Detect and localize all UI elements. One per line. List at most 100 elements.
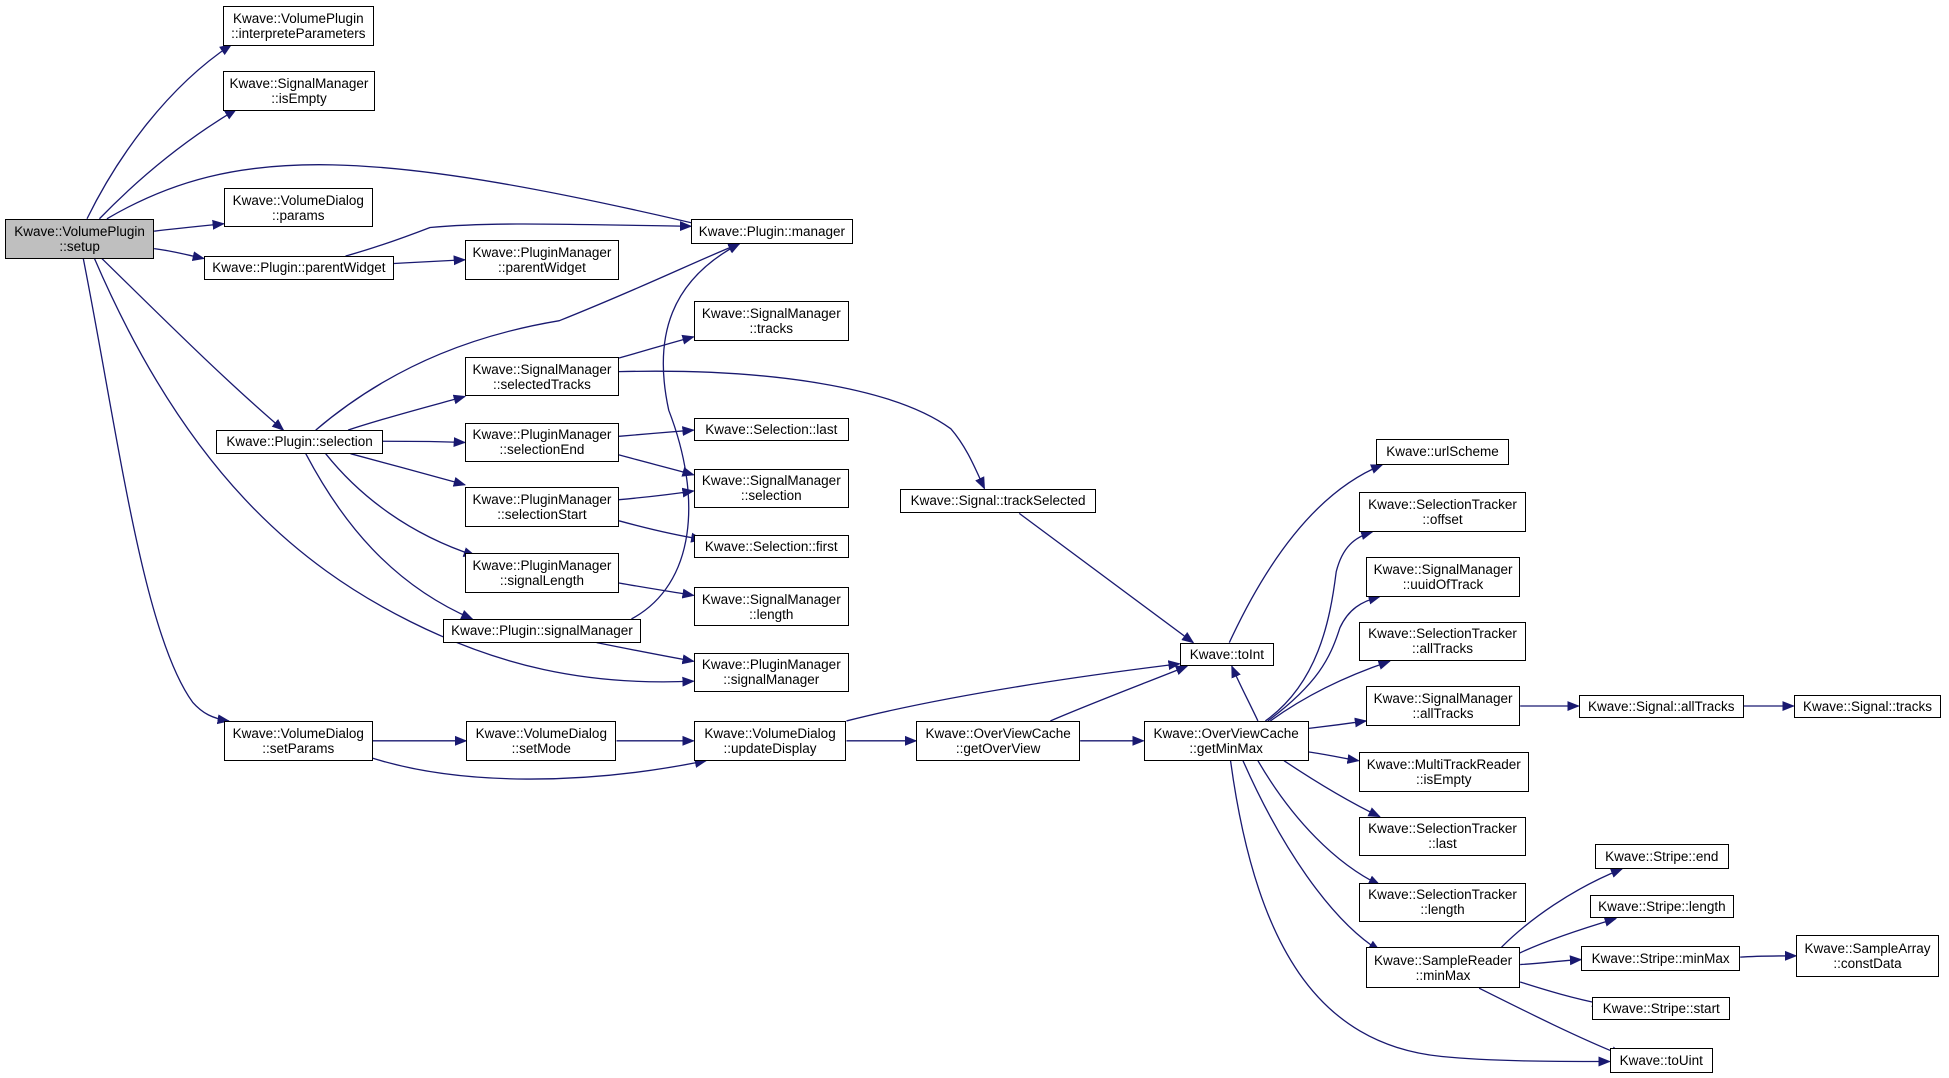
node-label-line: ::isEmpty: [271, 90, 327, 106]
node-st_last[interactable]: Kwave::SelectionTracker::last: [1358, 816, 1527, 857]
node-setup[interactable]: Kwave::VolumePlugin::setup: [5, 218, 155, 259]
edge-ovc_getMinMax-to-st_allTracks: [1269, 660, 1391, 722]
node-label-line: ::setMode: [511, 740, 571, 756]
node-sig_tracks[interactable]: Kwave::Signal::tracks: [1793, 694, 1942, 719]
node-toInt[interactable]: Kwave::toInt: [1179, 642, 1275, 667]
edge-p_selection-to-p_signalManager: [305, 453, 474, 620]
node-label-line: ::last: [1428, 836, 1457, 852]
node-pm_signalManager[interactable]: Kwave::PluginManager::signalManager: [693, 652, 849, 693]
node-sr_minMax[interactable]: Kwave::SampleReader::minMax: [1366, 947, 1521, 989]
node-vd_setParams[interactable]: Kwave::VolumeDialog::setParams: [223, 720, 373, 761]
node-pm_parentWidget[interactable]: Kwave::PluginManager::parentWidget: [464, 239, 619, 280]
node-label-line: Kwave::SignalManager: [701, 591, 841, 607]
edge-ovc_getMinMax-to-st_length: [1257, 760, 1381, 886]
edge-sm_selectedTracks-to-sig_trackSelected: [618, 370, 986, 490]
node-label-line: ::length: [1420, 902, 1465, 918]
edge-ovc_getMinMax-to-st_offset: [1264, 530, 1374, 722]
node-label-line: ::selection: [740, 488, 802, 504]
edges-layer: [82, 44, 1798, 1067]
node-sm_tracks[interactable]: Kwave::SignalManager::tracks: [693, 300, 849, 341]
node-label-line: Kwave::SignalManager: [229, 75, 369, 91]
node-sm_selectedTracks[interactable]: Kwave::SignalManager::selectedTracks: [464, 356, 619, 397]
node-label-line: Kwave::toInt: [1189, 646, 1264, 662]
edge-setup-to-p_selection: [101, 258, 285, 431]
edge-p_selection-to-sm_selectedTracks: [347, 394, 467, 431]
node-label-line: ::minMax: [1415, 967, 1471, 983]
node-label-line: Kwave::OverViewCache: [925, 725, 1071, 741]
node-stripe_start[interactable]: Kwave::Stripe::start: [1592, 996, 1731, 1021]
node-interprete[interactable]: Kwave::VolumePlugin::interpreteParameter…: [222, 6, 375, 46]
node-label-line: Kwave::SignalManager: [701, 473, 841, 489]
node-urlScheme[interactable]: Kwave::urlScheme: [1376, 438, 1509, 465]
edge-pm_selectionStart-to-sel_first: [618, 520, 704, 543]
node-label-line: ::length: [749, 606, 794, 622]
node-label-line: Kwave::Stripe::start: [1602, 1001, 1720, 1017]
node-label-line: ::selectedTracks: [493, 376, 591, 392]
node-label-line: ::constData: [1833, 955, 1902, 971]
node-sig_trackSelected[interactable]: Kwave::Signal::trackSelected: [899, 488, 1097, 514]
node-label-line: Kwave::SelectionTracker: [1368, 887, 1517, 903]
node-p_manager[interactable]: Kwave::Plugin::manager: [691, 218, 853, 244]
node-sel_first[interactable]: Kwave::Selection::first: [693, 534, 849, 559]
node-label-line: Kwave::SignalManager: [701, 305, 841, 321]
edge-setup-to-vd_params: [154, 219, 225, 232]
node-ovc_getMinMax[interactable]: Kwave::OverViewCache::getMinMax: [1143, 720, 1309, 761]
node-label-line: ::allTracks: [1411, 641, 1473, 657]
node-label-line: ::offset: [1422, 512, 1463, 528]
node-label-line: Kwave::Plugin::parentWidget: [212, 260, 386, 276]
node-label-line: Kwave::PluginManager: [472, 492, 612, 508]
node-label-line: ::updateDisplay: [723, 740, 817, 756]
node-p_parentWidget[interactable]: Kwave::Plugin::parentWidget: [203, 256, 394, 280]
edge-sr_minMax-to-stripe_length: [1516, 917, 1618, 956]
edge-p_parentWidget-to-pm_parentWidget: [393, 255, 467, 266]
node-ovc_getOverView[interactable]: Kwave::OverViewCache::getOverView: [916, 720, 1081, 761]
node-label-line: ::selectionStart: [497, 507, 587, 523]
node-mtr_isEmpty[interactable]: Kwave::MultiTrackReader::isEmpty: [1358, 752, 1529, 792]
node-p_selection[interactable]: Kwave::Plugin::selection: [216, 430, 383, 454]
node-label-line: ::tracks: [749, 320, 794, 336]
node-pm_selectionStart[interactable]: Kwave::PluginManager::selectionStart: [464, 487, 619, 528]
node-label-line: ::setup: [59, 238, 100, 254]
node-sel_last[interactable]: Kwave::Selection::last: [693, 417, 849, 442]
node-toUint[interactable]: Kwave::toUint: [1609, 1047, 1713, 1073]
node-label-line: ::getMinMax: [1189, 740, 1263, 756]
node-label-line: ::params: [272, 207, 325, 223]
edge-vd_updateDisplay-to-toInt: [846, 660, 1181, 722]
node-sm_length[interactable]: Kwave::SignalManager::length: [693, 586, 849, 627]
edge-setup-to-vd_setParams: [82, 258, 230, 725]
node-label-line: ::selectionEnd: [499, 442, 585, 458]
node-p_signalManager[interactable]: Kwave::Plugin::signalManager: [442, 619, 642, 643]
edge-ovc_getMinMax-to-toUint: [1229, 760, 1611, 1067]
edge-p_parentWidget-to-p_manager: [345, 221, 693, 257]
edge-sr_minMax-to-stripe_end: [1501, 868, 1624, 948]
node-vd_params[interactable]: Kwave::VolumeDialog::params: [223, 187, 373, 228]
node-sm_selection[interactable]: Kwave::SignalManager::selection: [693, 468, 849, 509]
node-label-line: Kwave::Selection::first: [704, 538, 838, 554]
node-label-line: Kwave::OverViewCache: [1153, 725, 1299, 741]
node-sig_allTracks[interactable]: Kwave::Signal::allTracks: [1578, 694, 1744, 719]
edge-sig_trackSelected-to-toInt: [1018, 512, 1195, 644]
node-vd_updateDisplay[interactable]: Kwave::VolumeDialog::updateDisplay: [693, 720, 847, 761]
node-sm_uuidOfTrack[interactable]: Kwave::SignalManager::uuidOfTrack: [1366, 556, 1521, 597]
node-st_offset[interactable]: Kwave::SelectionTracker::offset: [1358, 492, 1527, 532]
edge-sr_minMax-to-stripe_minMax: [1520, 955, 1583, 966]
node-stripe_end[interactable]: Kwave::Stripe::end: [1594, 844, 1729, 869]
node-label-line: Kwave::PluginManager: [701, 657, 841, 673]
node-stripe_length[interactable]: Kwave::Stripe::length: [1589, 894, 1734, 919]
edge-sr_minMax-to-toUint: [1478, 987, 1624, 1056]
node-pm_signalLength[interactable]: Kwave::PluginManager::signalLength: [464, 553, 619, 593]
node-sm_allTracks[interactable]: Kwave::SignalManager::allTracks: [1366, 686, 1521, 726]
node-label-line: Kwave::MultiTrackReader: [1366, 756, 1521, 772]
node-label-line: ::getOverView: [955, 740, 1041, 756]
node-sm_isEmpty[interactable]: Kwave::SignalManager::isEmpty: [222, 70, 376, 111]
node-label-line: Kwave::SignalManager: [1373, 690, 1513, 706]
node-label-line: Kwave::Stripe::minMax: [1591, 950, 1730, 966]
node-st_length[interactable]: Kwave::SelectionTracker::length: [1358, 882, 1527, 923]
node-st_allTracks[interactable]: Kwave::SelectionTracker::allTracks: [1358, 621, 1527, 662]
edge-ovc_getMinMax-to-st_last: [1283, 760, 1381, 818]
node-pm_selectionEnd[interactable]: Kwave::PluginManager::selectionEnd: [464, 422, 619, 463]
node-label-line: Kwave::SignalManager: [1373, 561, 1513, 577]
node-sa_constData[interactable]: Kwave::SampleArray::constData: [1796, 934, 1939, 977]
node-vd_setMode[interactable]: Kwave::VolumeDialog::setMode: [466, 720, 617, 761]
node-stripe_minMax[interactable]: Kwave::Stripe::minMax: [1581, 945, 1741, 971]
